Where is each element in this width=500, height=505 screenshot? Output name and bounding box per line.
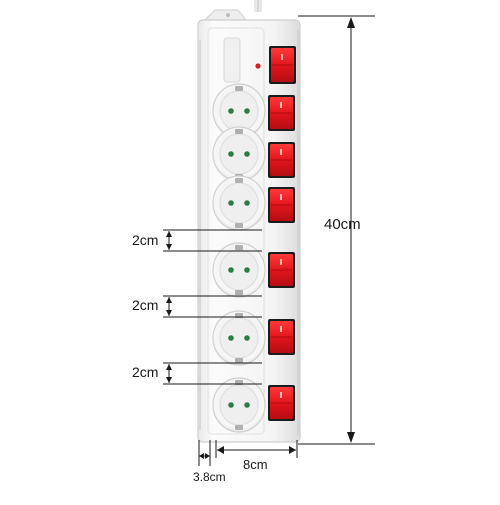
socket-outlet [212, 242, 266, 298]
socket-outlet [212, 310, 266, 366]
socket-outlet [212, 83, 266, 139]
indicator-led [255, 63, 261, 69]
mounting-tab [203, 9, 248, 21]
socket-outlet [212, 175, 266, 231]
rocker-switch [268, 319, 295, 355]
master-switch [269, 46, 296, 84]
gap-dimension-marker [163, 295, 262, 318]
rocker-switch [268, 385, 295, 421]
rocker-switch [268, 142, 295, 178]
rocker-switch [268, 252, 295, 288]
length-dimension-line [298, 15, 375, 445]
outlet-gap-label: 2cm [132, 297, 159, 313]
rocker-switch [268, 187, 295, 223]
socket-outlet [212, 377, 266, 433]
socket-outlet [212, 126, 266, 182]
width-label: 8cm [243, 457, 268, 472]
depth-label: 3.8cm [193, 470, 226, 484]
outlet-gap-label: 2cm [132, 364, 159, 380]
total-length-label: 40cm [324, 216, 361, 233]
width-dimension-line [215, 440, 298, 458]
outlet-gap-label: 2cm [132, 232, 159, 248]
gap-dimension-marker [163, 362, 262, 385]
rocker-switch [268, 95, 295, 131]
depth-dimension-line [198, 440, 211, 466]
gap-dimension-marker [163, 229, 262, 252]
